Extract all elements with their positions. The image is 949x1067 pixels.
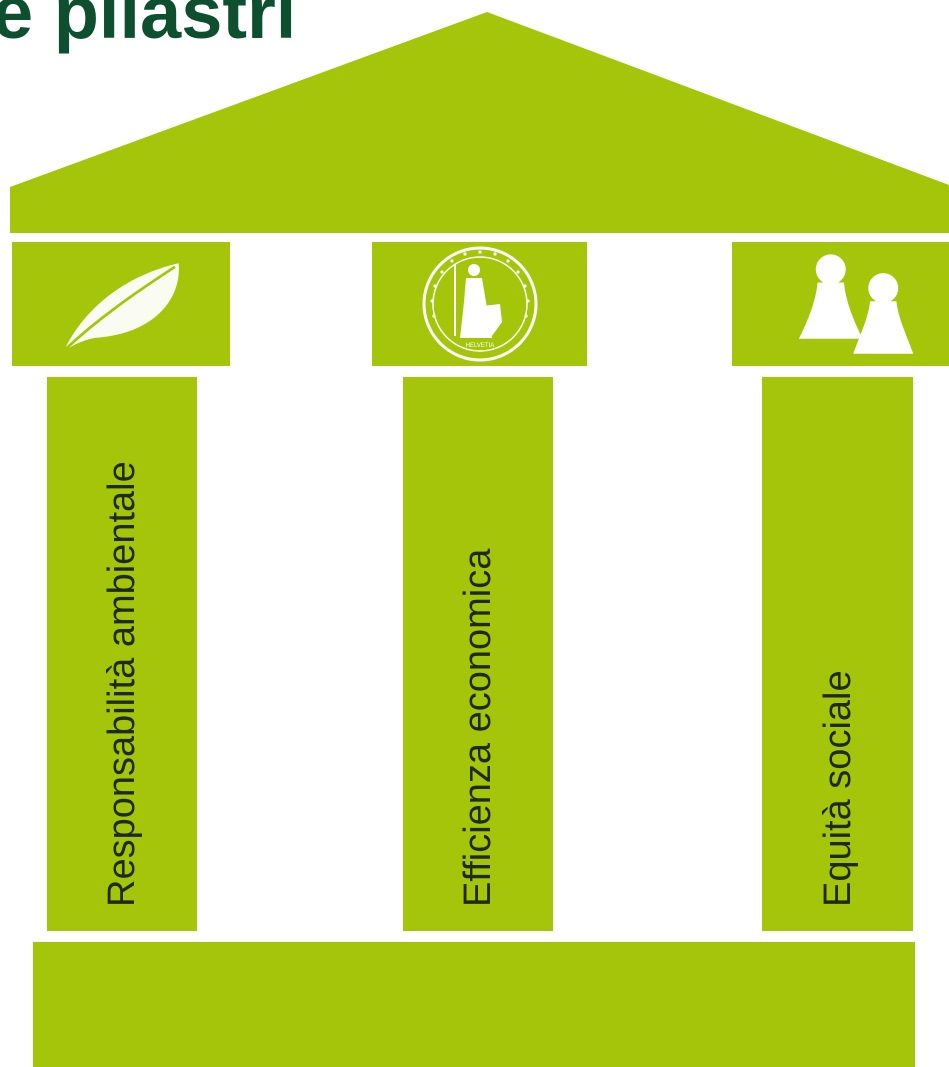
temple-base — [33, 942, 915, 1067]
pillar-capital-1 — [12, 242, 230, 366]
pillar-label-3: Equità sociale — [816, 670, 859, 907]
pillar-shaft-3: Equità sociale — [762, 377, 913, 931]
pillar-shaft-1: Responsabilità ambientale — [47, 377, 197, 931]
pillar-capital-3 — [732, 242, 949, 366]
pillar-label-1: Responsabilità ambientale — [101, 461, 143, 907]
leaf-icon — [63, 263, 179, 352]
pillar-capital-2: HELVETIA — [372, 242, 587, 366]
pillar-label-2: Efficienza economica — [457, 548, 499, 907]
temple-roof — [10, 12, 949, 233]
diagram-title: e pilastri — [0, 0, 297, 54]
helvetia-coin-icon: HELVETIA — [422, 246, 538, 362]
coin-label: HELVETIA — [466, 343, 495, 349]
people-pawns-icon — [798, 254, 914, 354]
pillar-shaft-2: Efficienza economica — [403, 377, 553, 931]
